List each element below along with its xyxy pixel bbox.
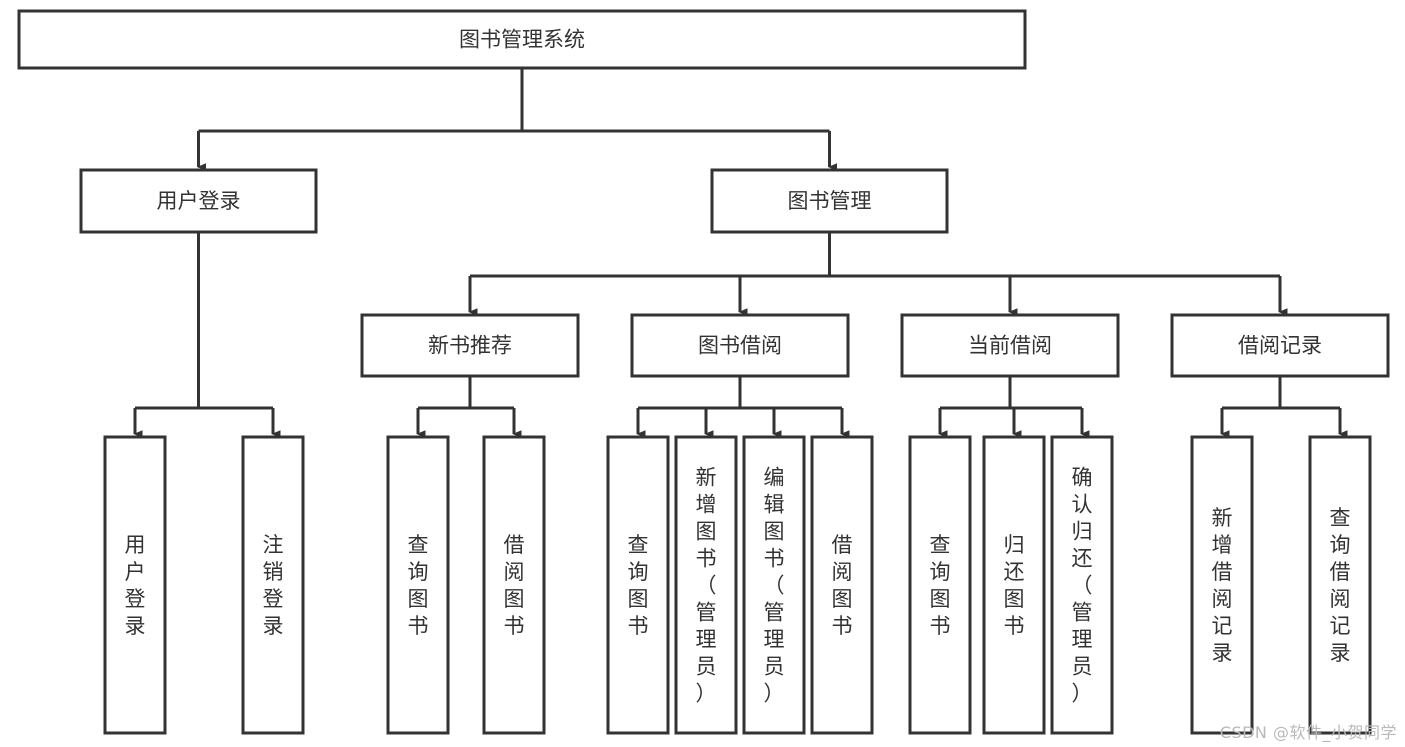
node-label: 当前借阅 [968, 334, 1052, 358]
node-user-login[interactable]: 用户登录 [79, 168, 318, 234]
node-label: 新书推荐 [428, 334, 512, 358]
node-leaf-return-book[interactable]: 归还图书 [982, 435, 1046, 735]
watermark-text: CSDN @软件_小贺同学 [1219, 723, 1397, 742]
node-label: 用户登录 [125, 533, 146, 638]
node-label: 图书管理 [788, 189, 872, 213]
node-borrow-record[interactable]: 借阅记录 [1170, 313, 1390, 378]
node-label: 查询图书 [930, 533, 951, 638]
node-current-borrow[interactable]: 当前借阅 [900, 313, 1120, 378]
node-label: 注销登录 [263, 533, 284, 638]
node-label: 借阅图书 [832, 533, 853, 638]
node-label: 查询图书 [628, 533, 649, 638]
node-label: 借阅图书 [504, 533, 525, 638]
node-label: 编辑图书（管理员） [764, 466, 785, 706]
node-label: 确认归还（管理员） [1072, 466, 1093, 706]
connector-lines [133, 68, 1348, 438]
node-root-root[interactable]: 图书管理系统 [17, 9, 1027, 70]
node-leaf-query-book-rec[interactable]: 查询图书 [386, 435, 450, 735]
node-label: 查询图书 [408, 533, 429, 638]
node-leaf-add-book-admin[interactable]: 新增图书（管理员） [674, 435, 738, 735]
node-label: 归还图书 [1004, 533, 1025, 638]
node-leaf-query-borrow-record[interactable]: 查询借阅记录 [1308, 435, 1372, 735]
node-leaf-user-logout[interactable]: 注销登录 [241, 435, 305, 735]
node-leaf-query-book-borrow[interactable]: 查询图书 [606, 435, 670, 735]
node-label: 查询借阅记录 [1330, 506, 1351, 665]
node-label: 借阅记录 [1238, 334, 1322, 358]
node-boxes: 图书管理系统用户登录图书管理新书推荐图书借阅当前借阅借阅记录用户登录注销登录查询… [17, 9, 1390, 735]
node-leaf-user-login[interactable]: 用户登录 [103, 435, 167, 735]
node-leaf-edit-book-admin[interactable]: 编辑图书（管理员） [742, 435, 806, 735]
node-leaf-borrow-book[interactable]: 借阅图书 [810, 435, 874, 735]
node-book-borrow[interactable]: 图书借阅 [630, 313, 850, 378]
node-label: 用户登录 [157, 189, 241, 213]
node-label: 图书借阅 [698, 334, 782, 358]
node-leaf-add-borrow-record[interactable]: 新增借阅记录 [1190, 435, 1254, 735]
node-leaf-borrow-book-rec[interactable]: 借阅图书 [482, 435, 546, 735]
node-new-book-recommend[interactable]: 新书推荐 [360, 313, 580, 378]
node-label: 新增图书（管理员） [696, 466, 717, 706]
node-label: 新增借阅记录 [1212, 506, 1233, 665]
node-leaf-query-book-current[interactable]: 查询图书 [908, 435, 972, 735]
node-label: 图书管理系统 [459, 28, 585, 52]
node-leaf-confirm-return-admin[interactable]: 确认归还（管理员） [1050, 435, 1114, 735]
node-book-manage[interactable]: 图书管理 [710, 168, 949, 234]
